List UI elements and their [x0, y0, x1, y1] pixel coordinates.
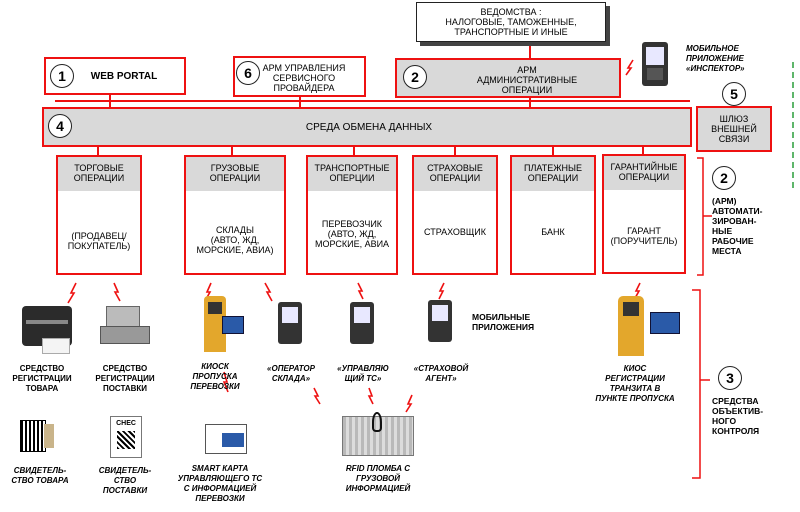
supply-cert-code: CHEC [116, 420, 136, 427]
data-exchange-label: СРЕДА ОБМЕНА ДАННЫХ [305, 122, 433, 133]
op-cargo-body: СКЛАДЫ (АВТО, ЖД, МОРСКИЕ, АВИА) [196, 225, 274, 255]
supply-cert-label: СВИДЕТЕЛЬ- СТВО ПОСТАВКИ [98, 466, 152, 495]
op-guarantee-title: ГАРАНТИЙНЫЕ ОПЕРАЦИИ [610, 162, 678, 182]
op-transport-body: ПЕРЕВОЗЧИК (АВТО, ЖД, МОРСКИЕ, АВИА [314, 219, 390, 249]
badge-6: 6 [236, 61, 260, 85]
smart-card-label: SMART КАРТА УПРАВЛЯЮЩЕГО ТС С ИНФОРМАЦИЕ… [177, 464, 263, 503]
inspector-app-label: МОБИЛЬНОЕ ПРИЛОЖЕНИЕ «ИНСПЕКТОР» [686, 44, 745, 73]
badge-4: 4 [48, 114, 72, 138]
op-insurance-title: СТРАХОВЫЕ ОПЕРАЦИИ [427, 163, 483, 183]
goods-reg-label: СРЕДСТВО РЕГИСТРАЦИИ ТОВАРА [12, 364, 72, 393]
smart-card-icon [205, 424, 247, 454]
driver-phone-icon [350, 302, 374, 344]
op-payment-box: ПЛАТЕЖНЫЕ ОПЕРАЦИИ БАНК [510, 155, 596, 275]
warehouse-phone-icon [278, 302, 302, 344]
agent-phone-icon [428, 300, 452, 342]
op-trade-box: ТОРГОВЫЕ ОПЕРАЦИИ (ПРОДАВЕЦ/ ПОКУПАТЕЛЬ) [56, 155, 142, 275]
op-guarantee-body: ГАРАНТ (ПОРУЧИТЕЛЬ) [610, 226, 678, 246]
transit-kiosk-icon [618, 296, 644, 356]
op-trade-body: (ПРОДАВЕЦ/ ПОКУПАТЕЛЬ) [67, 231, 131, 251]
provider-arm-label: АРМ УПРАВЛЕНИЯ СЕРВИСНОГО ПРОВАЙДЕРА [262, 63, 346, 93]
transit-card-icon [650, 312, 680, 334]
kiosk-card-icon [222, 316, 244, 334]
arm-side-label: (АРМ) АВТОМАТИ- ЗИРОВАН- НЫЕ РАБОЧИЕ МЕС… [712, 196, 763, 256]
gateway-label: ШЛЮЗ ВНЕШНЕЙ СВЯЗИ [711, 114, 757, 144]
badge-2: 2 [403, 65, 427, 89]
op-cargo-title: ГРУЗОВЫЕ ОПЕРАЦИИ [209, 163, 261, 183]
goods-cert-label: СВИДЕТЕЛЬ- СТВО ТОВАРА [11, 466, 69, 485]
op-trade-title: ТОРГОВЫЕ ОПЕРАЦИИ [73, 163, 125, 183]
control-side-label: СРЕДСТВА ОБЪЕКТИВ- НОГО КОНТРОЛЯ [712, 396, 764, 436]
goods-tag-icon [44, 424, 54, 448]
supply-cert-icon: CHEC [110, 416, 142, 458]
op-transport-box: ТРАНСПОРТНЫЕ ОПЕРЦИИ ПЕРЕВОЗЧИК (АВТО, Ж… [306, 155, 398, 275]
op-cargo-box: ГРУЗОВЫЕ ОПЕРАЦИИ СКЛАДЫ (АВТО, ЖД, МОРС… [184, 155, 286, 275]
op-guarantee-box: ГАРАНТИЙНЫЕ ОПЕРАЦИИ ГАРАНТ (ПОРУЧИТЕЛЬ) [602, 154, 686, 274]
driver-label: «УПРАВЛЯЮ ЩИЙ ТС» [337, 364, 389, 383]
kiosk-label: КИОСК ПРОПУСКА ПЕРЕВОЗКИ [190, 362, 240, 391]
kiosk-icon [204, 296, 226, 352]
mobile-apps-label: МОБИЛЬНЫЕ ПРИЛОЖЕНИЯ [472, 312, 535, 332]
inspector-phone-icon [642, 42, 668, 86]
rfid-label: RFID ПЛОМБА С ГРУЗОВОЙ ИНФОРМАЦИЕЙ [345, 464, 411, 493]
gateway-box: ШЛЮЗ ВНЕШНЕЙ СВЯЗИ [696, 106, 772, 152]
badge-3: 3 [718, 366, 742, 390]
admin-arm-label: АРМ АДМИНИСТРАТИВНЫЕ ОПЕРАЦИИ [476, 65, 578, 95]
badge-1: 1 [50, 64, 74, 88]
label-printer-icon [22, 306, 72, 354]
op-payment-body: БАНК [541, 227, 565, 237]
transit-kiosk-label: КИОС РЕГИСТРАЦИИ ТРАНЗИТА В ПУНКТЕ ПРОПУ… [595, 364, 675, 403]
badge-5: 5 [722, 82, 746, 106]
op-transport-title: ТРАНСПОРТНЫЕ ОПЕРЦИИ [314, 163, 390, 183]
op-payment-title: ПЛАТЕЖНЫЕ ОПЕРАЦИИ [524, 163, 582, 183]
web-portal-label: WEB PORTAL [90, 71, 158, 82]
op-insurance-box: СТРАХОВЫЕ ОПЕРАЦИИ СТРАХОВЩИК [412, 155, 498, 275]
agencies-box: ВЕДОМСТВА : НАЛОГОВЫЕ, ТАМОЖЕННЫЕ, ТРАНС… [416, 2, 606, 42]
rfid-seal-icon [372, 412, 382, 432]
supply-reg-label: СРЕДСТВО РЕГИСТРАЦИИ ПОСТАВКИ [95, 364, 155, 393]
badge-2-side: 2 [712, 166, 736, 190]
data-exchange-bar: СРЕДА ОБМЕНА ДАННЫХ [42, 107, 692, 147]
goods-barcode-icon [20, 420, 46, 452]
insurance-agent-label: «СТРАХОВОЙ АГЕНТ» [413, 364, 469, 383]
admin-arm-box: АРМ АДМИНИСТРАТИВНЫЕ ОПЕРАЦИИ [395, 58, 621, 98]
agencies-label: ВЕДОМСТВА : НАЛОГОВЫЕ, ТАМОЖЕННЫЕ, ТРАНС… [445, 7, 577, 37]
pos-terminal-icon [100, 306, 150, 344]
warehouse-op-label: «ОПЕРАТОР СКЛАДА» [267, 364, 315, 383]
op-insurance-body: СТРАХОВЩИК [424, 227, 486, 237]
provider-arm-box: АРМ УПРАВЛЕНИЯ СЕРВИСНОГО ПРОВАЙДЕРА [233, 56, 366, 97]
